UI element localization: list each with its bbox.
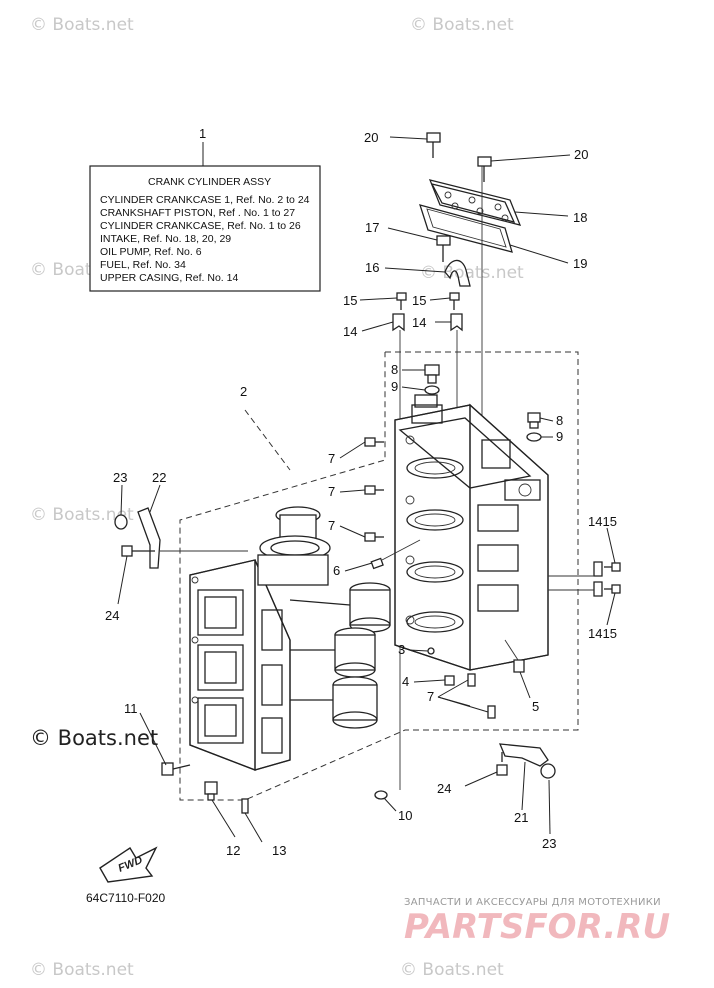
callout-9: 9: [556, 429, 563, 444]
callout-13: 13: [272, 843, 286, 858]
stud-13: [241, 798, 249, 814]
callout-2: 2: [240, 384, 247, 399]
bolt-15-left: [396, 292, 407, 310]
callout-1415: 1415: [588, 514, 617, 529]
watermark-boats: © Boats.net: [30, 15, 134, 35]
brand-logo: PARTSFOR.RU: [404, 907, 670, 947]
assembly-box-line: CYLINDER CRANKCASE 1, Ref. No. 2 to 24: [100, 194, 310, 206]
callout-21: 21: [514, 810, 528, 825]
leader-lines: [117, 136, 616, 843]
callout-12: 12: [226, 843, 240, 858]
callout-3: 3: [398, 642, 405, 657]
assembly-box-line: INTAKE, Ref. No. 18, 20, 29: [100, 233, 231, 245]
bolt-17: [436, 235, 451, 262]
nipple-7c: [364, 532, 384, 542]
callout-24: 24: [105, 608, 119, 623]
assembly-box-title: CRANK CYLINDER ASSY: [148, 176, 271, 188]
callout-4: 4: [402, 674, 409, 689]
callout-7: 7: [328, 518, 335, 533]
diagram-code: 64C7110-F020: [86, 891, 165, 905]
leader-2: [244, 409, 291, 471]
callout-23: 23: [113, 470, 127, 485]
clip-14-left: [392, 313, 405, 332]
watermark-boats: © Boats.net: [30, 960, 134, 980]
clip-1415-upper: [593, 561, 621, 577]
callout-19: 19: [573, 256, 587, 271]
callout-15: 15: [412, 293, 426, 308]
callout-20: 20: [364, 130, 378, 145]
callout-22: 22: [152, 470, 166, 485]
watermark-boats: © Boats.net: [400, 960, 504, 980]
nipple-7a: [364, 437, 384, 447]
bracket-16: [444, 259, 471, 287]
fitting-5: [513, 659, 525, 673]
bolt-15-right: [449, 292, 460, 310]
callout-6: 6: [333, 563, 340, 578]
callout-24: 24: [437, 781, 451, 796]
collar-23-left: [114, 514, 128, 530]
nipple-7b: [364, 485, 384, 495]
callout-16: 16: [365, 260, 379, 275]
assembly-box-line: FUEL, Ref. No. 34: [100, 259, 186, 271]
callout-1415: 1415: [588, 626, 617, 641]
brand-watermark: ЗАПЧАСТИ И АКСЕССУАРЫ ДЛЯ МОТОТЕХНИКИ PA…: [404, 897, 670, 947]
bracket-21: [498, 743, 549, 767]
cylinder-block: [189, 559, 291, 771]
callout-23: 23: [542, 836, 556, 851]
collar-23-right: [540, 763, 556, 779]
plug-4: [444, 675, 455, 686]
callout-20: 20: [574, 147, 588, 162]
callout-7: 7: [328, 451, 335, 466]
washer-9-top: [424, 385, 440, 395]
clip-1415-lower: [593, 581, 621, 597]
bolt-20-left: [426, 132, 441, 158]
callout-15: 15: [343, 293, 357, 308]
crankcase-block: [394, 394, 549, 671]
assembly-box-frame: [89, 165, 321, 292]
bracket-22-left: [137, 507, 161, 569]
bolt-8-top: [424, 364, 440, 384]
assembly-box: CRANK CYLINDER ASSY CYLINDER CRANKCASE 1…: [89, 142, 321, 292]
intake-gasket: [419, 204, 513, 253]
callout-14: 14: [343, 324, 357, 339]
callout-9: 9: [391, 379, 398, 394]
assembly-box-line: OIL PUMP, Ref. No. 6: [100, 246, 202, 258]
callout-7: 7: [328, 484, 335, 499]
callout-7: 7: [427, 689, 434, 704]
callout-5: 5: [532, 699, 539, 714]
bolt-20-right: [477, 156, 492, 182]
callout-8: 8: [391, 362, 398, 377]
nipple-7d: [467, 673, 476, 687]
watermark-boats: © Boats.net: [420, 263, 524, 283]
fwd-arrow-icon: FWD: [99, 846, 158, 883]
assembly-box-line: UPPER CASING, Ref. No. 14: [100, 272, 238, 284]
bolt-12: [204, 781, 218, 801]
bolt-8-right: [527, 412, 541, 429]
callout-10: 10: [398, 808, 412, 823]
callout-1: 1: [199, 126, 206, 141]
callout-8: 8: [556, 413, 563, 428]
bolt-24-right: [496, 752, 508, 776]
dowel-3: [427, 647, 435, 655]
watermark-boats: © Boats.net: [30, 505, 134, 525]
nipple-7e: [487, 705, 496, 719]
brand-tagline: ЗАПЧАСТИ И АКСЕССУАРЫ ДЛЯ МОТОТЕХНИКИ: [404, 897, 661, 908]
callout-14: 14: [412, 315, 426, 330]
intake-cover: [428, 179, 522, 226]
bolt-11: [161, 762, 191, 776]
watermark-boats-large: © Boats.net: [30, 726, 158, 750]
callout-17: 17: [365, 220, 379, 235]
fitting-6: [370, 539, 421, 570]
callouts: 1 2 3 4 5 6 7 7 7 7 8 8 9 9 10 11 12 13 …: [105, 126, 617, 858]
callout-11: 11: [124, 701, 138, 716]
crankshaft: [257, 506, 391, 729]
assembly-box-line: CRANKSHAFT PISTON, Ref . No. 1 to 27: [100, 207, 295, 219]
watermark-boats: © Boats.net: [410, 15, 514, 35]
washer-9-right: [526, 432, 542, 442]
assembly-box-line: CYLINDER CRANKCASE, Ref. No. 1 to 26: [100, 220, 301, 232]
callout-18: 18: [573, 210, 587, 225]
clip-14-right: [450, 313, 463, 332]
dowel-10: [374, 790, 388, 800]
